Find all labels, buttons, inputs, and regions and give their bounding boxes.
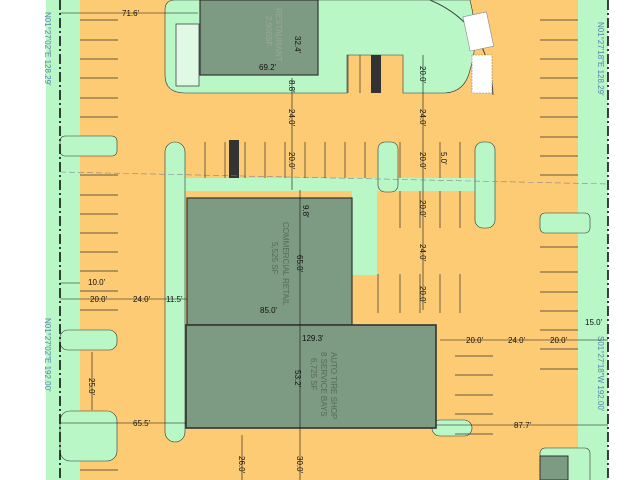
restaurant-building <box>199 0 319 76</box>
bearing-left-bottom: N01°27'02"E 192.00' <box>43 318 52 392</box>
dimension-lines <box>60 12 608 480</box>
dimension-label: 24.0' <box>418 244 427 262</box>
landscape-island <box>164 141 186 443</box>
landscape-strip-right <box>578 0 608 480</box>
dimension-label: 15.0' <box>585 318 603 327</box>
dimension-label: 10.0' <box>88 278 106 287</box>
dimension-label: 24.0' <box>508 336 526 345</box>
landscape-island <box>352 190 377 275</box>
bearing-right-top: N01°27'18"E 128.29' <box>596 22 605 96</box>
dimension-label: 20.0' <box>418 200 427 218</box>
dimension-label: 25.0' <box>87 378 96 396</box>
dimension-label: 85.0' <box>260 306 278 315</box>
commercial-area: 5,525 SF <box>270 242 279 275</box>
dimension-label: 30.0' <box>295 456 304 474</box>
landscape-island <box>474 141 496 229</box>
centerline <box>59 171 609 185</box>
dimension-label: 20.0' <box>418 66 427 84</box>
small-building <box>539 455 569 480</box>
auto-shop-bays: 8 SERVICE BAYS <box>319 352 328 417</box>
dimension-label: 20.0' <box>418 286 427 304</box>
parking-stall-stripes <box>80 19 578 471</box>
landscape-island <box>377 141 399 193</box>
bearing-left-top: N01°27'02"E 128.29' <box>43 12 52 86</box>
landscape-island <box>539 212 591 234</box>
dimension-label: 53.2' <box>293 370 302 388</box>
dimension-label: 20.0' <box>90 295 108 304</box>
dimension-label: 20.0' <box>550 336 568 345</box>
landscape-island <box>431 419 473 437</box>
auto-tire-shop-building <box>185 324 437 429</box>
drive-thru-menu <box>471 54 493 94</box>
dimension-label: 65.0' <box>295 255 304 273</box>
dimension-label: 69.2' <box>259 63 277 72</box>
landscape-strip-left <box>46 0 80 480</box>
dimension-label: 9.8' <box>301 205 310 218</box>
landscape-island <box>59 329 118 351</box>
restaurant-area: 2,900SF <box>264 16 273 46</box>
landscape-island <box>59 410 118 462</box>
dimension-label: 24.0' <box>418 109 427 127</box>
restaurant-patio <box>175 23 200 87</box>
dimension-label: 65.5' <box>133 419 151 428</box>
dimension-label: 24.0' <box>133 295 151 304</box>
dimension-label: 87.7' <box>514 421 532 430</box>
auto-shop-area: 6,725 SF <box>309 358 318 391</box>
dimension-label: 129.3' <box>302 334 324 343</box>
bearing-right-bottom: S01°27'18"W 192.00' <box>596 336 605 412</box>
dimension-label: 11.5' <box>166 295 183 304</box>
dimension-label: 71.6' <box>122 9 140 18</box>
hatched-accessible-aisle <box>229 140 239 178</box>
dimension-label: 20.0' <box>287 152 296 170</box>
dimension-label: 32.4' <box>293 36 302 54</box>
dimension-label: 26.0' <box>237 456 246 474</box>
commercial-name: COMMERCIAL RETAIL <box>281 222 290 306</box>
drive-thru-window <box>462 11 495 52</box>
landscape-island <box>59 135 118 157</box>
dimension-label: 20.0' <box>418 152 427 170</box>
dimension-label: 5.0' <box>439 152 448 165</box>
restaurant-name: RESTAURANT <box>274 8 283 62</box>
auto-shop-name: AUTO TIRE SHOP <box>329 352 338 419</box>
dimension-label: 20.0' <box>466 336 484 345</box>
hatched-accessible-aisle <box>371 55 381 93</box>
landscape-median <box>165 178 495 191</box>
dimension-label: 8.8' <box>287 80 296 93</box>
dimension-label: 24.0' <box>287 109 296 127</box>
